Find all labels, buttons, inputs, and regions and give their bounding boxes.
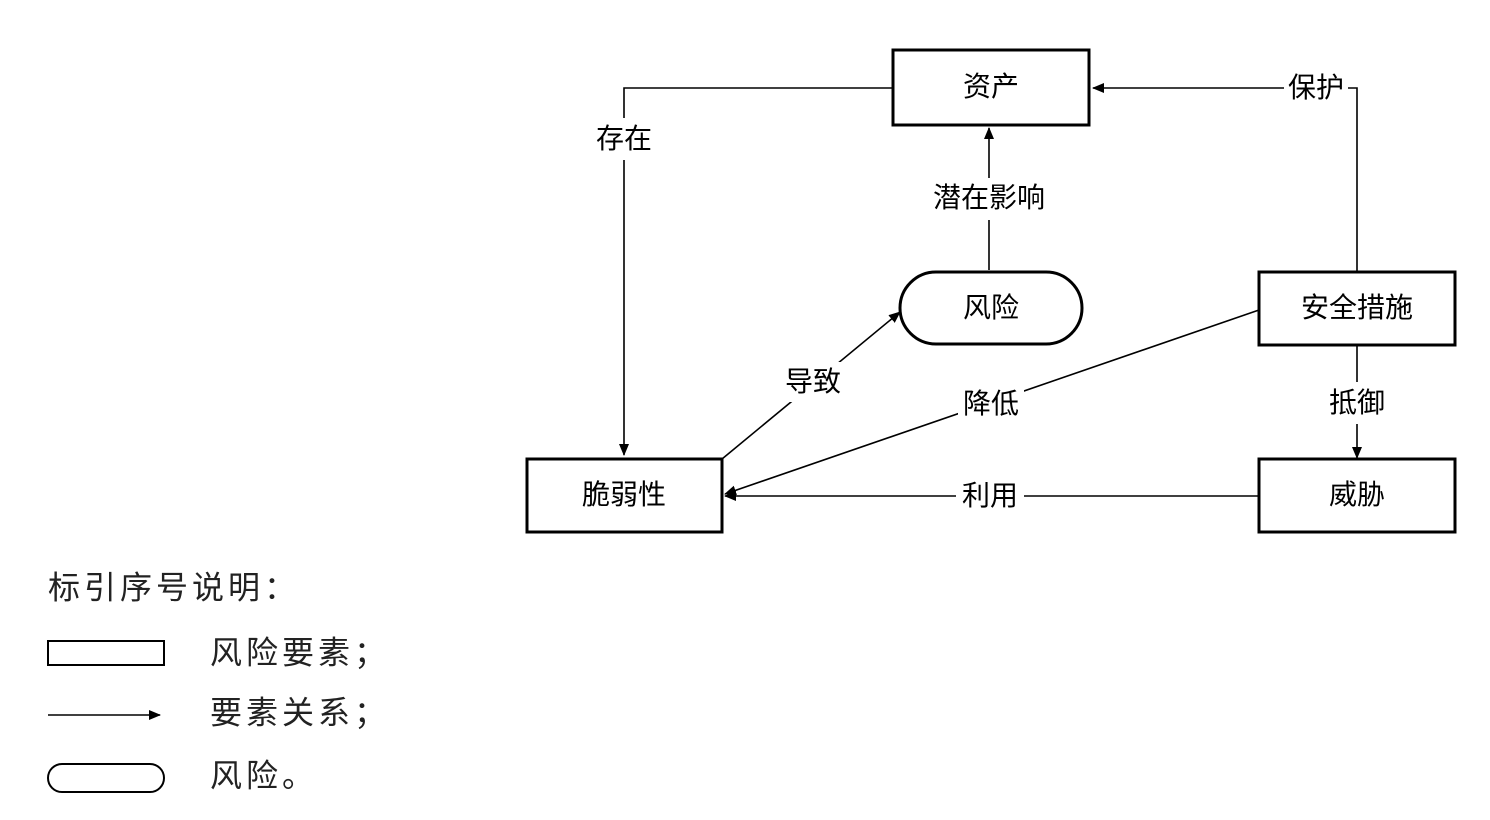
- edge-exists: [619, 87, 893, 456]
- node-asset-label: 资产: [963, 70, 1019, 103]
- legend-rectangle-icon: [47, 640, 165, 666]
- node-threat-label: 威胁: [1329, 478, 1385, 511]
- edge-protect: [1092, 83, 1358, 272]
- legend-item-rounded-label: 风险。: [210, 757, 318, 795]
- node-security-measures-label: 安全措施: [1301, 291, 1413, 324]
- edge-label-resist: 抵御: [1329, 386, 1385, 419]
- node-vulnerability: 脆弱性: [525, 457, 724, 534]
- edge-label-protect: 保护: [1288, 71, 1344, 104]
- edge-label-reduce: 降低: [963, 387, 1019, 420]
- legend-item-rectangle-label: 风险要素；: [210, 634, 390, 672]
- edge-label-exists: 存在: [596, 122, 652, 155]
- edge-label-potential-impact: 潜在影响: [933, 181, 1045, 214]
- node-risk: 风险: [898, 270, 1084, 346]
- node-asset: 资产: [891, 48, 1091, 127]
- legend: 标引序号说明： 风险要素； 要素关系； 风险。: [47, 569, 390, 795]
- legend-item-arrow-label: 要素关系；: [210, 694, 390, 732]
- edge-label-exploit: 利用: [962, 479, 1018, 512]
- node-threat: 威胁: [1257, 457, 1457, 534]
- edge-label-cause: 导致: [785, 365, 841, 398]
- legend-title: 标引序号说明：: [48, 569, 300, 607]
- node-risk-label: 风险: [963, 291, 1019, 324]
- node-security-measures: 安全措施: [1257, 270, 1457, 347]
- node-vulnerability-label: 脆弱性: [582, 478, 666, 511]
- legend-rounded-icon: [47, 763, 165, 793]
